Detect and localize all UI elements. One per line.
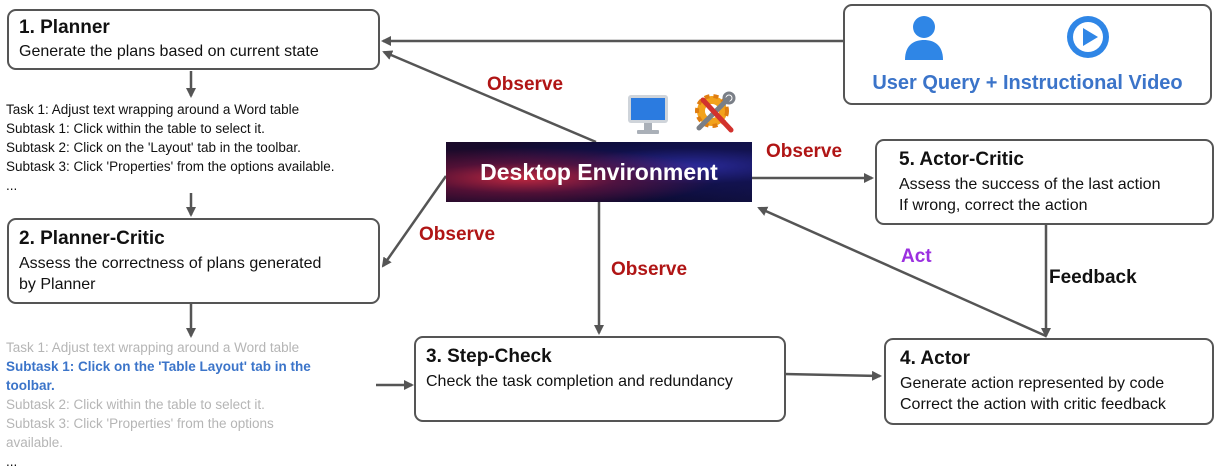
- feedback-label: Feedback: [1049, 267, 1137, 288]
- actor-critic-title: 5. Actor-Critic: [899, 149, 1024, 170]
- observe-label-planner-critic: Observe: [419, 224, 496, 245]
- act-label: Act: [901, 246, 932, 267]
- refined-subtask-1: Subtask 1: Click on the 'Table Layout' t…: [6, 359, 311, 374]
- planner-critic-desc-1: Assess the correctness of plans generate…: [19, 255, 322, 272]
- observe-label-planner: Observe: [487, 74, 564, 95]
- arrow-desktop-to-planner: [382, 50, 597, 144]
- gear-tools-icon: [689, 88, 739, 138]
- plan-list-bottom: Task 1: Adjust text wrapping around a Wo…: [6, 338, 311, 471]
- planner-critic-desc-2: by Planner: [19, 276, 96, 293]
- planner-desc: Generate the plans based on current stat…: [19, 43, 319, 60]
- planner-critic-title: 2. Planner-Critic: [19, 228, 165, 249]
- play-icon: [1065, 14, 1111, 60]
- refined-subtask-3: Subtask 3: Click 'Properties' from the o…: [6, 416, 274, 431]
- actor-critic-desc-2: If wrong, correct the action: [899, 197, 1088, 214]
- planner-critic-box: 2. Planner-Critic Assess the correctness…: [7, 218, 380, 304]
- observe-label-actor-critic: Observe: [766, 141, 843, 162]
- plan-ellipsis: ...: [6, 178, 18, 193]
- user-icon: [903, 14, 945, 60]
- step-check-box: 3. Step-Check Check the task completion …: [414, 336, 786, 422]
- user-query-label: User Query + Instructional Video: [872, 72, 1183, 94]
- plan-subtask-1: Subtask 1: Click within the table to sel…: [6, 121, 265, 136]
- actor-title: 4. Actor: [900, 348, 971, 369]
- actor-critic-desc-1: Assess the success of the last action: [899, 176, 1161, 193]
- arrow-desktop-to-plannercritic: [381, 175, 448, 268]
- actor-box: 4. Actor Generate action represented by …: [884, 338, 1214, 425]
- desktop-environment: Desktop Environment: [446, 142, 752, 202]
- refined-subtask-2: Subtask 2: Click within the table to sel…: [6, 397, 265, 412]
- arrow-stepcheck-to-actor: [783, 370, 882, 381]
- observe-label-step-check: Observe: [611, 259, 688, 280]
- plan-task: Task 1: Adjust text wrapping around a Wo…: [6, 102, 300, 117]
- actor-critic-box: 5. Actor-Critic Assess the success of th…: [875, 139, 1214, 225]
- desktop-environment-label: Desktop Environment: [480, 158, 718, 185]
- refined-ellipsis: ...: [6, 454, 18, 469]
- arrow-actor-to-desktop: [757, 206, 1047, 338]
- plan-list-top: Task 1: Adjust text wrapping around a Wo…: [6, 100, 335, 195]
- actor-desc-1: Generate action represented by code: [900, 375, 1165, 392]
- refined-subtask-3-cont: available.: [6, 435, 64, 450]
- monitor-icon: [626, 92, 670, 136]
- user-query-box: User Query + Instructional Video: [843, 4, 1212, 105]
- planner-box: 1. Planner Generate the plans based on c…: [7, 9, 380, 70]
- step-check-title: 3. Step-Check: [426, 346, 552, 367]
- plan-subtask-3: Subtask 3: Click 'Properties' from the o…: [6, 159, 335, 174]
- plan-subtask-2: Subtask 2: Click on the 'Layout' tab in …: [6, 140, 301, 155]
- refined-task: Task 1: Adjust text wrapping around a Wo…: [6, 340, 300, 355]
- actor-desc-2: Correct the action with critic feedback: [900, 396, 1166, 413]
- step-check-desc: Check the task completion and redundancy: [426, 373, 733, 390]
- planner-title: 1. Planner: [19, 17, 110, 38]
- refined-subtask-1-cont: toolbar.: [6, 378, 55, 393]
